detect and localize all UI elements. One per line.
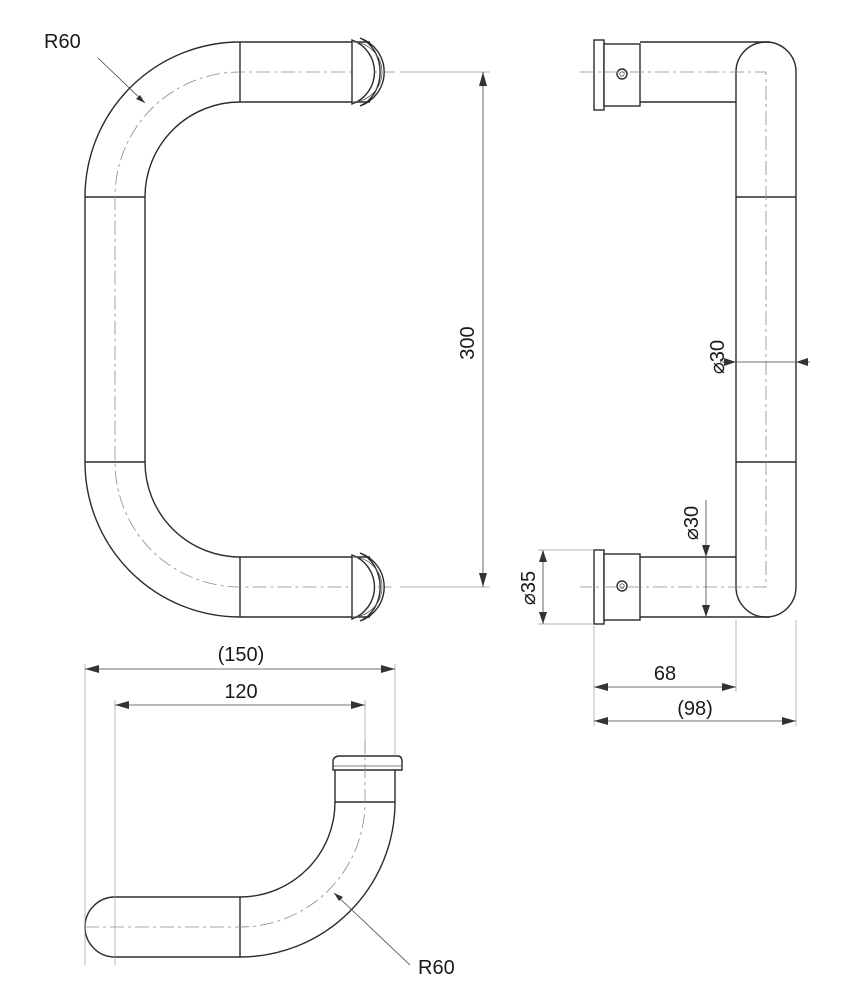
front-view-bottom-end-cap	[351, 552, 385, 622]
projection-arrowhead	[722, 683, 736, 691]
front-view-inner-contour	[144, 101, 370, 558]
diameter-tube-side-label: ⌀30	[707, 340, 729, 374]
diameter-tube-side-arrowhead	[796, 358, 808, 366]
radius-top-leader	[97, 57, 146, 104]
span-total-arrowhead	[381, 665, 395, 673]
span-total-arrowhead	[85, 665, 99, 673]
radius-top-label: R60	[44, 31, 81, 53]
length-arrowhead	[479, 72, 487, 86]
diameter-flange-arrowhead	[539, 612, 547, 624]
length-label: 300	[457, 326, 479, 359]
side-view: ⌀30 ⌀30 ⌀35 68 (98)	[518, 39, 810, 726]
projection-arrowhead	[594, 683, 608, 691]
side-view-top-screw-hole	[619, 71, 625, 77]
side-view-bottom-screw	[616, 580, 628, 592]
side-view-top-flange	[593, 39, 605, 111]
front-view-centerline	[114, 71, 395, 588]
diameter-tube-side-arrowhead	[724, 358, 736, 366]
diameter-flange-label: ⌀35	[518, 571, 540, 605]
diameter-flange-arrowhead	[539, 550, 547, 562]
side-view-top-collar	[603, 43, 641, 107]
top-view-bend-inner	[239, 801, 336, 898]
projection-total-arrowhead	[782, 717, 796, 725]
side-view-grip-tube	[735, 41, 797, 618]
radius-bottom-arrowhead	[334, 893, 343, 901]
top-view-flange	[332, 755, 403, 771]
diameter-tube-foot-arrowhead	[702, 545, 710, 557]
top-view-bend-outer	[239, 801, 396, 958]
front-view-top-end-cap	[351, 37, 385, 107]
radius-bottom-label: R60	[418, 957, 455, 979]
front-view-outer-contour	[84, 41, 370, 618]
side-view-centerline	[580, 71, 767, 588]
side-view-bottom-screw-hole	[619, 583, 625, 589]
span-inner-label: 120	[224, 681, 257, 703]
span-inner-arrowhead	[351, 701, 365, 709]
radius-top-arrowhead	[136, 95, 145, 103]
projection-label: 68	[654, 663, 676, 685]
front-view: R60 300	[44, 31, 490, 622]
side-view-top-screw	[616, 68, 628, 80]
diameter-tube-foot-label: ⌀30	[681, 506, 703, 540]
span-inner-arrowhead	[115, 701, 129, 709]
radius-bottom-leader	[333, 892, 411, 966]
projection-total-arrowhead	[594, 717, 608, 725]
projection-total-label: (98)	[677, 698, 713, 720]
top-view: (150) 120 R60	[84, 644, 455, 979]
top-view-centerline	[85, 740, 366, 928]
span-total-label: (150)	[218, 644, 265, 666]
diameter-tube-foot-arrowhead	[702, 605, 710, 617]
length-arrowhead	[479, 573, 487, 587]
